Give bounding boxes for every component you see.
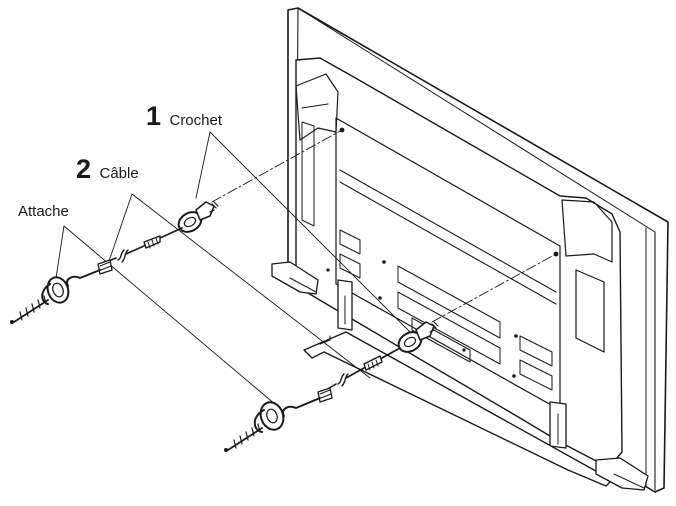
cable-text: Câble xyxy=(99,165,139,182)
leader-lines xyxy=(55,131,411,411)
cable-label: 2 Câble xyxy=(76,156,139,183)
cable-number: 2 xyxy=(76,154,92,184)
hook-number: 1 xyxy=(146,101,162,131)
hook-text: Crochet xyxy=(169,112,223,129)
lower-cable-assembly xyxy=(224,253,557,452)
clip-label: Attache xyxy=(18,203,69,220)
hook-label: 1 Crochet xyxy=(146,103,222,130)
tv-back-panel xyxy=(271,7,669,493)
upper-cable-assembly xyxy=(10,129,343,324)
